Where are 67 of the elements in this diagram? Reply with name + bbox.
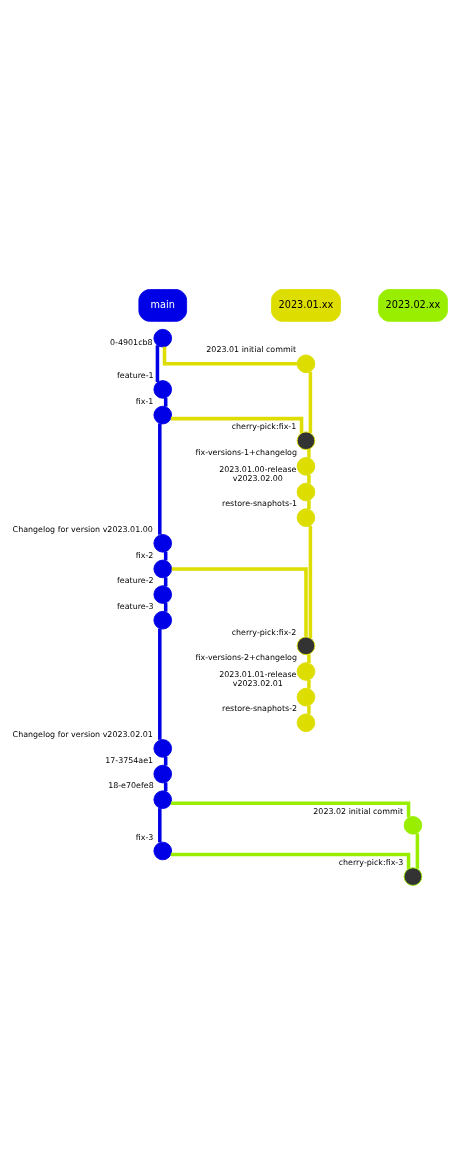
node-label: cherry-pick:fix-3 [338, 858, 404, 868]
node-label: feature-1 [117, 371, 154, 381]
node-label: v2023.02.01 [232, 678, 283, 688]
node-circle [153, 559, 173, 579]
node-circle [296, 457, 316, 476]
node-label: restore-snaphots-2 [222, 704, 298, 714]
node-circle [296, 662, 316, 681]
node-label: feature-3 [117, 601, 154, 611]
node-box: 2023.02.xx [378, 289, 448, 322]
node-label: 18-e70efe8 [108, 781, 154, 791]
node-label: 2023.01 initial commit [206, 345, 297, 355]
connector [171, 567, 308, 637]
connector [158, 808, 162, 843]
connector [307, 449, 311, 458]
node-circle [296, 687, 316, 707]
connector [171, 416, 304, 433]
node-circle [153, 764, 173, 784]
node-label: feature-2 [117, 576, 154, 586]
node-circle [153, 841, 173, 861]
connector [162, 346, 298, 366]
node-label: 2023.01.01-release [219, 669, 297, 679]
node-label: Changelog for version v2023.01.00 [12, 524, 153, 534]
node-circle [403, 816, 423, 835]
node-label: cherry-pick:fix-1 [231, 422, 297, 432]
node-circle [296, 431, 316, 450]
connector [307, 500, 311, 510]
node-circle [153, 534, 173, 553]
connector [158, 628, 162, 740]
node-label: fix-versions-1+changelog [195, 448, 298, 458]
connector [170, 801, 411, 818]
node-label: 2023.02 initial commit [313, 807, 403, 817]
node-label: restore-snaphots-1 [222, 499, 298, 509]
node-label: v2023.02.00 [232, 473, 283, 483]
node-label: fix-2 [135, 550, 154, 560]
connector [308, 525, 313, 639]
node-label: fix-versions-2+changelog [195, 653, 298, 663]
node-label: cherry-pick:fix-2 [231, 627, 297, 637]
node-circle [153, 405, 173, 425]
node-circle [296, 482, 316, 502]
node-circle [296, 508, 316, 527]
connector [308, 371, 313, 433]
connector [155, 345, 160, 383]
connector [307, 679, 311, 689]
node-circle [296, 713, 316, 733]
connector [307, 474, 311, 484]
connector [158, 423, 162, 535]
node-label: Changelog for version v2023.02.01 [12, 730, 153, 740]
connector [170, 852, 411, 869]
connector [307, 705, 311, 715]
node-label: 0-4901cb8 [110, 337, 153, 347]
node-label: fix-1 [135, 396, 154, 406]
node-label: 17-3754ae1 [105, 755, 154, 765]
node-circle [153, 610, 173, 630]
node-circle [153, 585, 173, 604]
connector [307, 654, 311, 663]
node-label: 2023.01.00-release [219, 464, 297, 474]
node-circle [153, 380, 173, 399]
connector [415, 833, 420, 869]
node-box: 2023.01.xx [271, 289, 341, 322]
node-box: main [138, 289, 188, 322]
node-circle [296, 636, 316, 656]
node-label: fix-3 [135, 832, 154, 842]
node-circle [403, 867, 423, 886]
node-circle [153, 328, 173, 348]
node-circle [153, 739, 173, 758]
node-circle [296, 354, 316, 374]
node-circle [153, 790, 173, 809]
